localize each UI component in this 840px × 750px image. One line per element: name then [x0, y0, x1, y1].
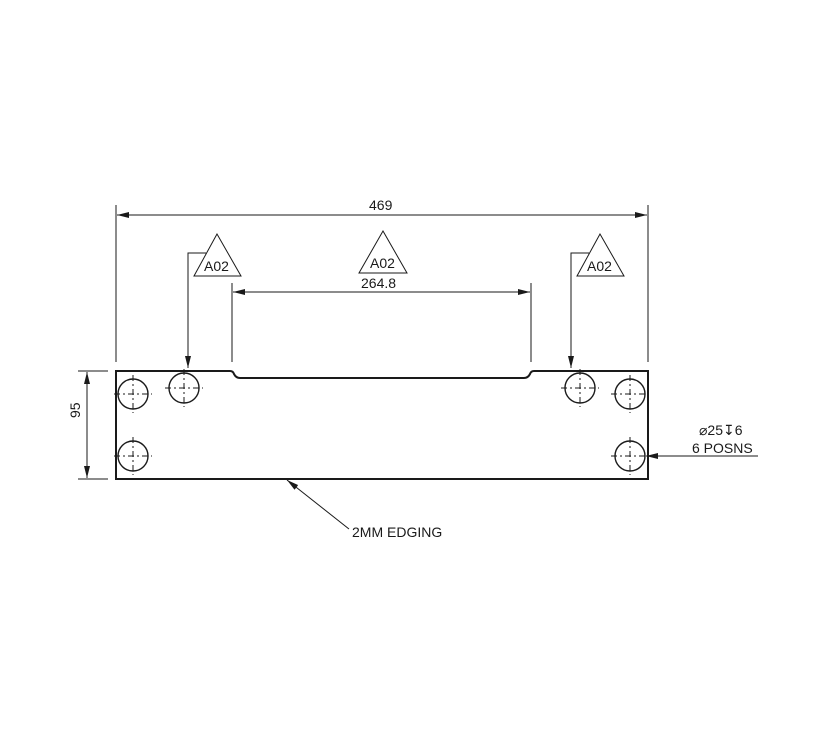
revision-tag-center: A02 — [370, 255, 395, 271]
holes — [114, 369, 649, 475]
revision-triangle-center — [358, 229, 408, 274]
revision-triangle-right — [568, 232, 625, 368]
hole-callout-count: 6 POSNS — [692, 440, 753, 456]
overall-width-label: 469 — [369, 197, 393, 213]
hole-6 — [611, 437, 649, 475]
dimension-height — [78, 370, 108, 480]
hole-2 — [165, 369, 203, 407]
revision-tag-left: A02 — [204, 258, 229, 274]
part-outline — [115, 370, 649, 480]
revision-tag-right: A02 — [587, 258, 612, 274]
recess-width-label: 264.8 — [361, 275, 397, 291]
hole-callout-spec: ⌀25↧6 — [699, 422, 743, 438]
hole-5 — [611, 375, 649, 413]
revision-triangle-left — [185, 232, 242, 368]
hole-1 — [114, 375, 152, 413]
hole-3 — [114, 437, 152, 475]
edging-leader — [286, 479, 350, 530]
dimension-recess-width — [231, 283, 532, 362]
hole-4 — [561, 369, 599, 407]
edging-note: 2MM EDGING — [352, 524, 443, 540]
dimension-overall-width — [115, 205, 649, 362]
height-label: 95 — [67, 402, 83, 418]
